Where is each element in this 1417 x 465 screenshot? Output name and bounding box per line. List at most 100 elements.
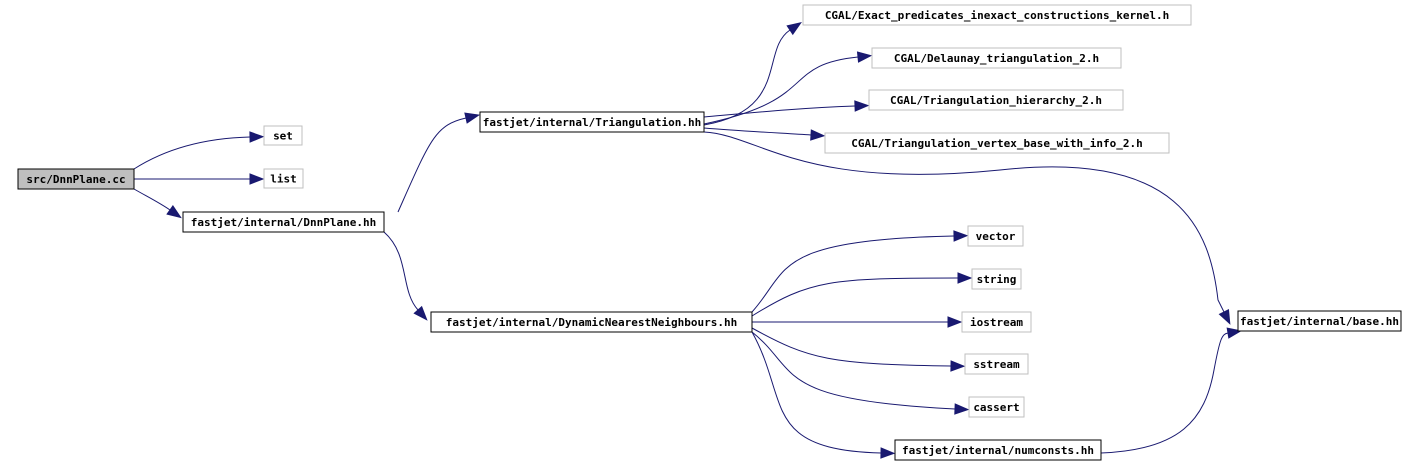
node-label: fastjet/internal/Triangulation.hh bbox=[483, 116, 702, 129]
node-box bbox=[968, 396, 1025, 418]
node-label: CGAL/Triangulation_vertex_base_with_info… bbox=[851, 137, 1142, 150]
node-box bbox=[479, 111, 705, 133]
node-dnnplane-hh[interactable]: fastjet/internal/DnnPlane.hh bbox=[182, 211, 385, 233]
node-box bbox=[868, 89, 1124, 111]
edge-dnn_hh-to-cassert bbox=[751, 331, 970, 415]
edge-triangulation_hh-to-base_hh bbox=[703, 131, 1231, 325]
edges-layer bbox=[133, 22, 1243, 459]
edge-line bbox=[751, 331, 956, 410]
node-label: list bbox=[270, 173, 297, 186]
edge-dnn_hh-to-vector bbox=[751, 230, 969, 313]
edge-dnn_hh-to-string bbox=[751, 272, 973, 317]
node-box bbox=[871, 47, 1122, 69]
node-label: cassert bbox=[973, 401, 1019, 414]
edge-arrowhead bbox=[953, 230, 969, 242]
edge-dnnplane_hh-to-dnn_hh bbox=[383, 231, 428, 321]
node-dnn-hh[interactable]: fastjet/internal/DynamicNearestNeighbour… bbox=[430, 311, 753, 333]
edge-arrowhead bbox=[464, 112, 481, 124]
node-set: set bbox=[263, 125, 303, 146]
node-label: sstream bbox=[973, 358, 1020, 371]
edge-line bbox=[703, 105, 856, 118]
node-label: fastjet/internal/DynamicNearestNeighbour… bbox=[446, 316, 737, 329]
node-label: src/DnnPlane.cc bbox=[26, 173, 125, 186]
edge-line bbox=[751, 327, 952, 367]
edge-dnn_hh-to-sstream bbox=[751, 327, 966, 372]
edge-arrowhead bbox=[249, 173, 265, 185]
node-vector: vector bbox=[967, 225, 1024, 247]
node-box bbox=[961, 311, 1032, 333]
edge-arrowhead bbox=[810, 129, 826, 141]
node-box bbox=[964, 353, 1029, 375]
edge-arrowhead bbox=[1226, 327, 1243, 339]
node-cgal-vertex: CGAL/Triangulation_vertex_base_with_info… bbox=[824, 132, 1170, 154]
node-label: fastjet/internal/DnnPlane.hh bbox=[191, 216, 376, 229]
edge-line bbox=[133, 188, 171, 211]
edge-dnnplane_cc-to-set bbox=[133, 131, 265, 170]
node-box bbox=[971, 268, 1022, 290]
edge-line bbox=[751, 235, 955, 313]
edge-arrowhead bbox=[166, 205, 182, 219]
edge-arrowhead bbox=[947, 316, 963, 328]
node-box bbox=[967, 225, 1024, 247]
node-iostream: iostream bbox=[961, 311, 1032, 333]
node-box bbox=[824, 132, 1170, 154]
node-cgal-delaunay: CGAL/Delaunay_triangulation_2.h bbox=[871, 47, 1122, 69]
edge-arrowhead bbox=[1218, 309, 1231, 325]
node-label: string bbox=[977, 273, 1017, 286]
node-cassert: cassert bbox=[968, 396, 1025, 418]
edge-arrowhead bbox=[413, 305, 428, 321]
node-label: CGAL/Exact_predicates_inexact_constructi… bbox=[825, 9, 1169, 22]
node-box bbox=[802, 4, 1192, 26]
edge-arrowhead bbox=[957, 272, 973, 284]
node-box bbox=[894, 439, 1102, 461]
node-triangulation-hh[interactable]: fastjet/internal/Triangulation.hh bbox=[479, 111, 705, 133]
node-box bbox=[182, 211, 385, 233]
edge-line bbox=[703, 127, 812, 136]
node-box bbox=[430, 311, 753, 333]
edge-arrowhead bbox=[856, 51, 873, 63]
edge-triangulation_hh-to-cgal_hierarchy bbox=[703, 100, 870, 118]
edge-dnnplane_hh-to-triangulation_hh bbox=[397, 112, 481, 213]
node-box bbox=[263, 168, 304, 189]
edge-arrowhead bbox=[249, 131, 265, 143]
node-string: string bbox=[971, 268, 1022, 290]
node-box bbox=[17, 168, 135, 190]
node-sstream: sstream bbox=[964, 353, 1029, 375]
edge-line bbox=[133, 136, 251, 170]
node-box bbox=[263, 125, 303, 146]
edge-dnnplane_cc-to-dnnplane_hh bbox=[133, 188, 182, 219]
node-base-hh[interactable]: fastjet/internal/base.hh bbox=[1237, 310, 1402, 332]
edge-dnn_hh-to-iostream bbox=[752, 316, 963, 328]
edge-line bbox=[751, 331, 882, 454]
edge-triangulation_hh-to-cgal_vertex bbox=[703, 127, 826, 141]
node-label: vector bbox=[976, 230, 1016, 243]
node-cgal-exact: CGAL/Exact_predicates_inexact_constructi… bbox=[802, 4, 1192, 26]
edge-arrowhead bbox=[880, 447, 896, 459]
edge-line bbox=[383, 231, 419, 311]
node-label: CGAL/Delaunay_triangulation_2.h bbox=[894, 52, 1099, 65]
node-list: list bbox=[263, 168, 304, 189]
node-numconsts-hh[interactable]: fastjet/internal/numconsts.hh bbox=[894, 439, 1102, 461]
edge-line bbox=[703, 131, 1225, 313]
node-label: fastjet/internal/base.hh bbox=[1240, 315, 1399, 328]
edge-dnn_hh-to-numconsts_hh bbox=[751, 331, 896, 459]
node-label: set bbox=[273, 130, 293, 143]
node-cgal-hierarchy: CGAL/Triangulation_hierarchy_2.h bbox=[868, 89, 1124, 111]
node-label: iostream bbox=[970, 316, 1023, 329]
nodes-layer: src/DnnPlane.cc set list fastjet/internal/D… bbox=[17, 4, 1402, 461]
edge-line bbox=[1100, 332, 1229, 454]
edge-arrowhead bbox=[854, 100, 870, 112]
edge-line bbox=[397, 117, 467, 213]
node-label: fastjet/internal/numconsts.hh bbox=[902, 444, 1094, 457]
edge-triangulation_hh-to-cgal_delaunay bbox=[703, 51, 873, 125]
edge-arrowhead bbox=[786, 22, 802, 36]
node-box bbox=[1237, 310, 1402, 332]
edge-arrowhead bbox=[950, 360, 966, 372]
edge-dnnplane_cc-to-list bbox=[134, 173, 265, 185]
edge-arrowhead bbox=[954, 403, 970, 415]
edge-line bbox=[703, 56, 859, 125]
node-dnnplane-cc: src/DnnPlane.cc bbox=[17, 168, 135, 190]
node-label: CGAL/Triangulation_hierarchy_2.h bbox=[890, 94, 1102, 107]
edge-numconsts_hh-to-base_hh bbox=[1100, 327, 1243, 454]
